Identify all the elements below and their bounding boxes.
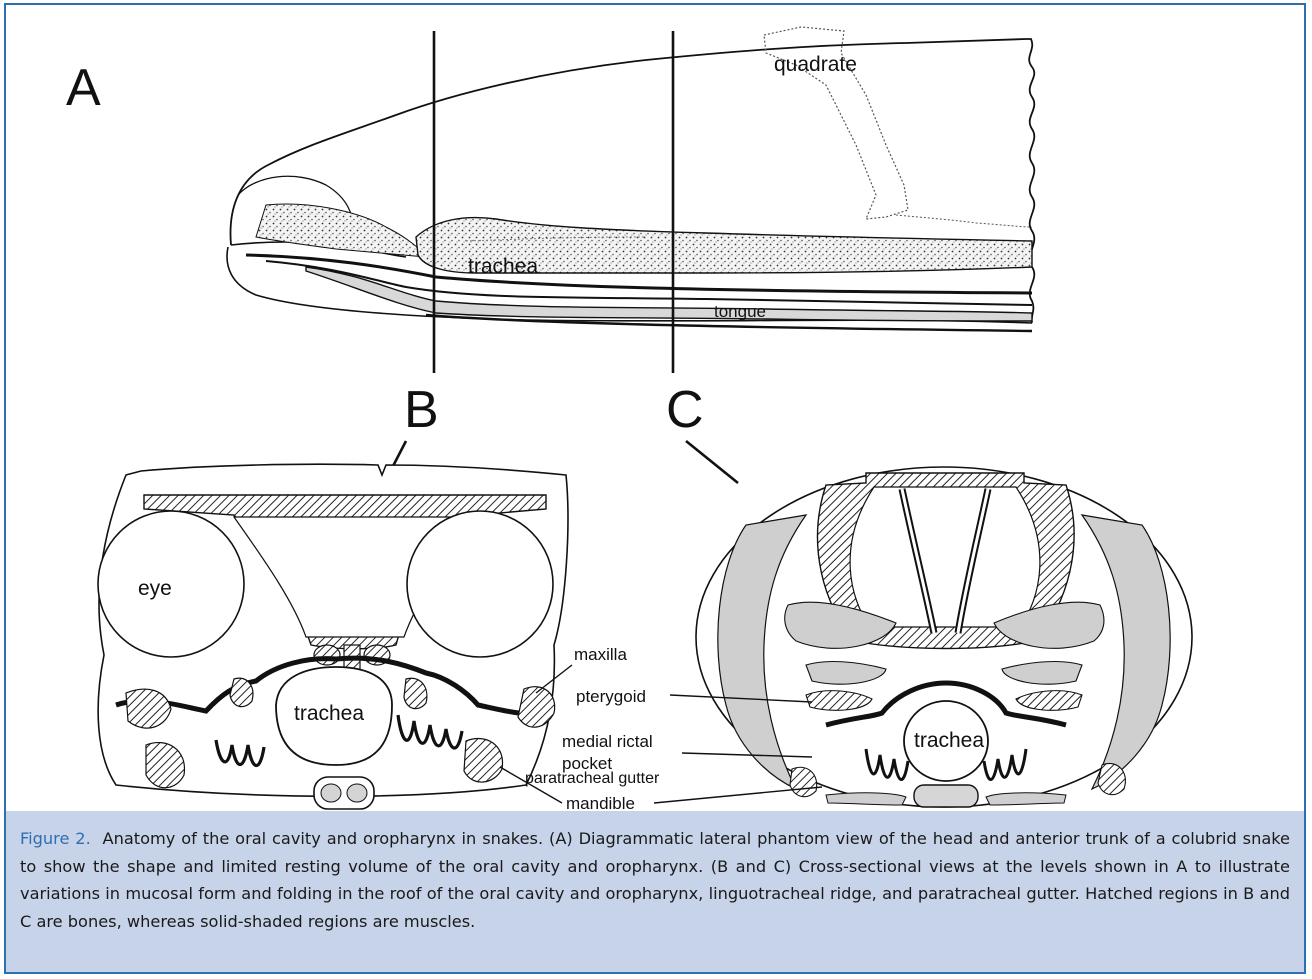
figure-frame: A xyxy=(4,3,1306,974)
label-tongue: tongue xyxy=(714,302,766,321)
label-medial-rictal: medial rictal xyxy=(562,732,653,751)
label-trachea-c: trachea xyxy=(914,729,984,752)
anatomy-diagram: A xyxy=(6,5,1304,811)
eye-right xyxy=(407,511,553,657)
panel-label-c: C xyxy=(666,381,704,439)
label-eye: eye xyxy=(138,577,172,600)
figure-illustration: A xyxy=(6,5,1304,811)
caption-text: Anatomy of the oral cavity and oropharyn… xyxy=(20,829,1290,931)
panel-label-a: A xyxy=(66,59,101,117)
lateral-view-snake-head: quadrate trachea tongue xyxy=(227,27,1034,373)
caption-label: Figure 2. xyxy=(20,829,91,848)
label-trachea-b: trachea xyxy=(294,702,364,725)
figure-caption: Figure 2. Anatomy of the oral cavity and… xyxy=(6,811,1304,972)
label-trachea-a: trachea xyxy=(468,255,538,278)
label-maxilla: maxilla xyxy=(574,645,627,664)
label-mandible: mandible xyxy=(566,794,635,811)
label-quadrate: quadrate xyxy=(774,53,857,76)
panel-label-b: B xyxy=(404,381,439,439)
label-paratracheal-gutter: paratracheal gutter xyxy=(525,770,659,788)
cross-section-b: eye trachea xyxy=(98,464,568,809)
label-pterygoid: pterygoid xyxy=(576,687,646,706)
pointer-c xyxy=(686,441,738,483)
